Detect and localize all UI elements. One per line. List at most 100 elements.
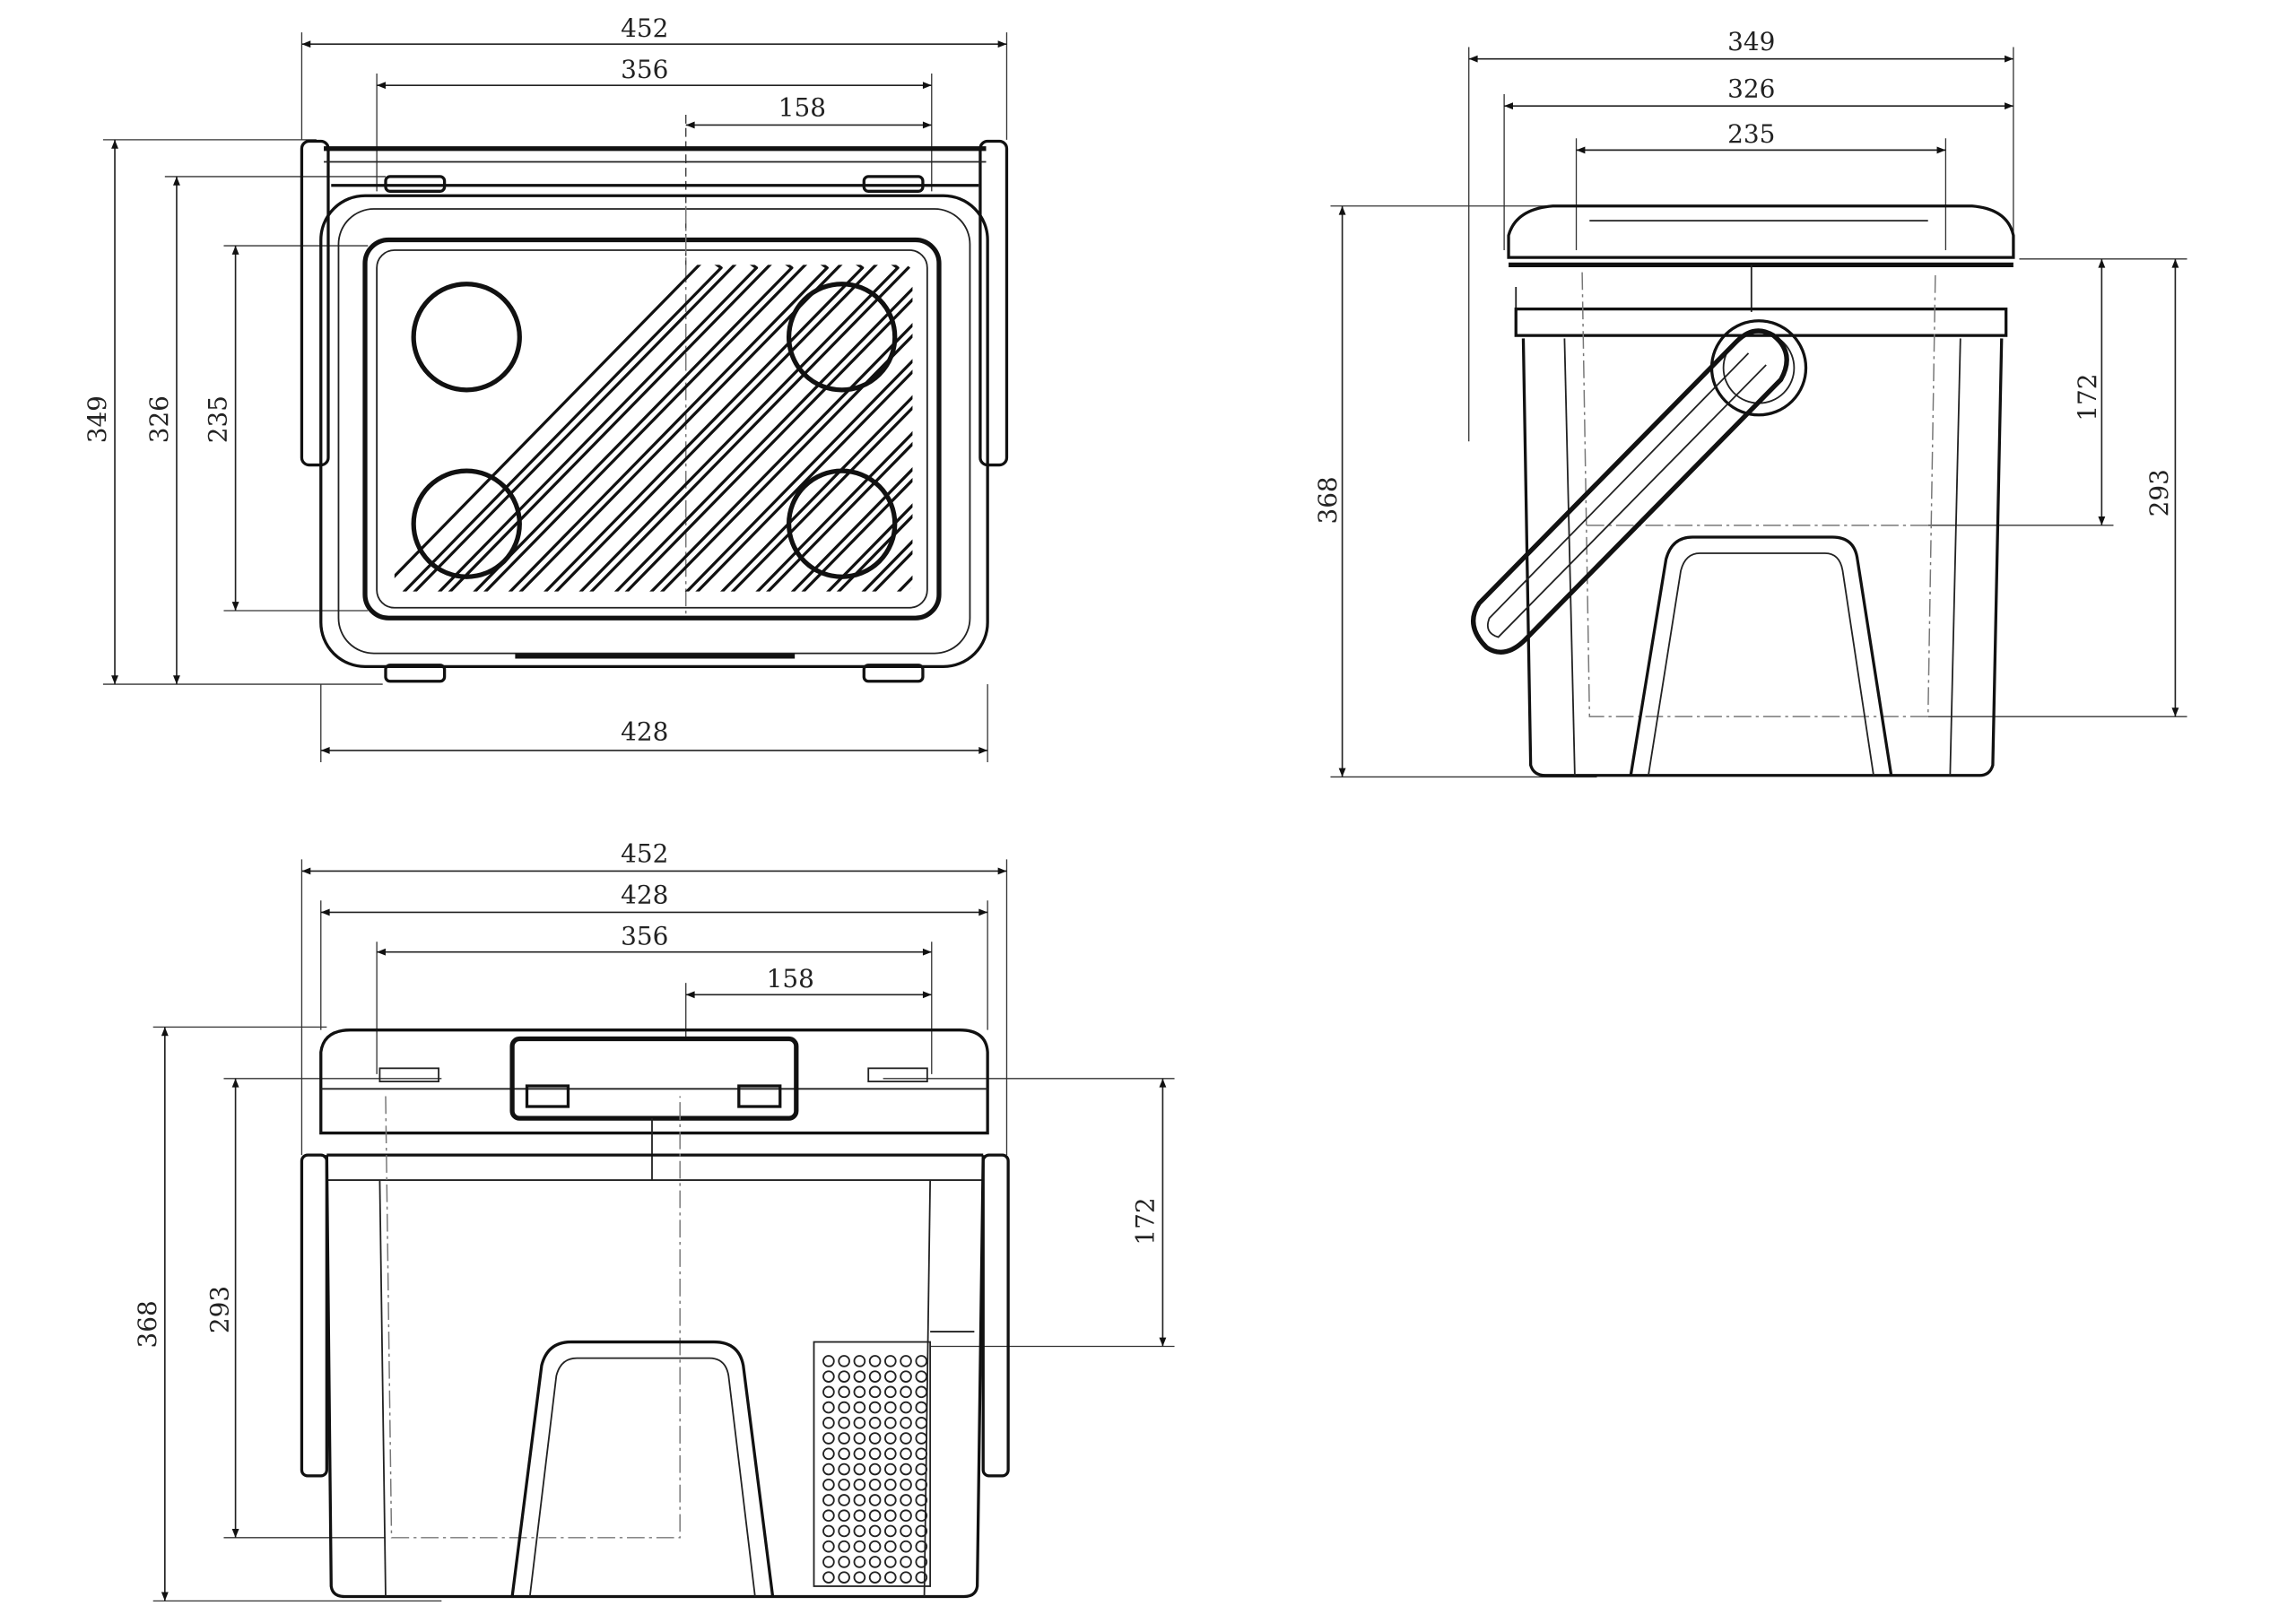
vent-hole (853, 1401, 866, 1414)
vent-hole (900, 1524, 912, 1538)
vent-hole (838, 1462, 850, 1476)
dim-label: 158 (778, 93, 826, 123)
vent-hole (884, 1432, 897, 1445)
hatch-stripe (472, 265, 829, 592)
vent-hole (838, 1370, 850, 1383)
dim-label: 293 (2144, 469, 2174, 516)
vent-hole (822, 1556, 835, 1568)
vent-hole (853, 1417, 866, 1429)
hatch-stripe (896, 265, 913, 592)
vent-hole (915, 1478, 928, 1491)
vent-hole (822, 1447, 835, 1461)
dim-label: 235 (1727, 119, 1775, 149)
dim-label: 326 (144, 395, 174, 443)
hatch-stripe (719, 265, 913, 592)
vent-hole (868, 1571, 882, 1584)
dim-label: 235 (204, 395, 233, 443)
vent-hole (915, 1385, 928, 1399)
vent-grille (822, 1355, 928, 1584)
vent-hole (915, 1447, 928, 1461)
vent-hole (884, 1509, 897, 1523)
hatch-stripe (969, 257, 1322, 613)
vent-hole (900, 1447, 912, 1461)
vent-hole (915, 1355, 928, 1367)
vent-hole (822, 1509, 835, 1523)
vent-hole (884, 1494, 897, 1506)
vent-hole (900, 1571, 912, 1584)
vent-hole (853, 1478, 866, 1491)
cup-holder (786, 282, 898, 393)
vent-hole (915, 1432, 928, 1445)
dim-label: 368 (1313, 476, 1343, 524)
vent-hole (838, 1571, 850, 1584)
vent-hole (884, 1447, 897, 1461)
hatch-stripe (543, 265, 900, 592)
side-view: 349 326 235 368 172 293 (1313, 27, 2187, 778)
vent-hole (853, 1447, 866, 1461)
dim-label: 452 (621, 839, 668, 869)
vent-hole (868, 1432, 882, 1445)
vent-hole (915, 1417, 928, 1429)
dim-label: 428 (621, 881, 668, 910)
vent-hole (853, 1355, 866, 1367)
vent-hole (915, 1370, 928, 1383)
vent-hole (838, 1509, 850, 1523)
top-view-body (300, 139, 1463, 683)
dim-label: 452 (621, 13, 668, 43)
vent-hole (915, 1462, 928, 1476)
vent-hole (838, 1447, 850, 1461)
dim-label: 172 (1131, 1197, 1161, 1245)
vent-hole (900, 1355, 912, 1367)
vent-hole (900, 1432, 912, 1445)
hatch-stripe (613, 265, 913, 592)
vent-hole (822, 1370, 835, 1383)
vent-hole (868, 1524, 882, 1538)
hatch-stripe (1074, 257, 1428, 613)
vent-hole (884, 1355, 897, 1367)
vent-hole (868, 1355, 882, 1367)
hatch-stripe (508, 265, 865, 592)
vent-hole (822, 1571, 835, 1584)
hatch-stripe (861, 265, 913, 592)
vent-hole (900, 1385, 912, 1399)
vent-hole (822, 1494, 835, 1506)
vent-hole (853, 1524, 866, 1538)
hatch-stripe (1039, 257, 1393, 613)
dim-label: 356 (621, 55, 668, 84)
dim-label: 293 (204, 1286, 234, 1333)
vent-hole (838, 1417, 850, 1429)
vent-hole (884, 1401, 897, 1414)
vent-hole (900, 1509, 912, 1523)
vent-hole (853, 1494, 866, 1506)
vent-hole (868, 1494, 882, 1506)
vent-hole (868, 1385, 882, 1399)
hatch-stripe (437, 265, 794, 592)
hatch-stripe (394, 265, 723, 592)
vent-hole (838, 1556, 850, 1568)
hatch-stripe (648, 265, 913, 592)
vent-hole (868, 1401, 882, 1414)
dim-label: 368 (133, 1300, 162, 1348)
top-view: 452 356 158 428 349 326 235 (83, 13, 1463, 763)
vent-hole (868, 1509, 882, 1523)
vent-hole (822, 1355, 835, 1367)
vent-hole (884, 1556, 897, 1568)
vent-hole (915, 1540, 928, 1553)
vent-hole (884, 1385, 897, 1399)
hatch-stripe (790, 265, 913, 592)
vent-hole (915, 1509, 928, 1523)
vent-hole (853, 1370, 866, 1383)
vent-hole (838, 1355, 850, 1367)
vent-hole (838, 1494, 850, 1506)
vent-hole (900, 1478, 912, 1491)
vent-hole (900, 1370, 912, 1383)
dim-label: 158 (767, 964, 814, 994)
dim-label: 356 (621, 922, 668, 951)
dim-label: 428 (621, 716, 668, 746)
hatch-stripe (1109, 257, 1463, 613)
vent-hole (868, 1556, 882, 1568)
vent-hole (915, 1494, 928, 1506)
vent-hole (900, 1556, 912, 1568)
